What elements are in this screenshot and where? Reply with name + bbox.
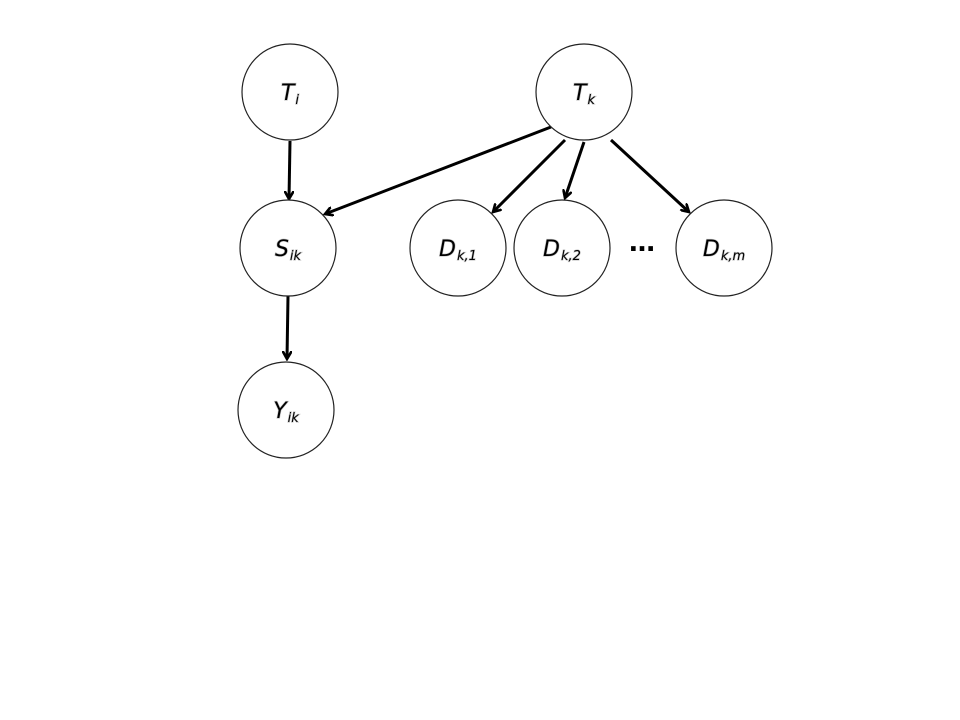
edge-tk-to-dk1 <box>493 138 567 212</box>
edge-tk-to-sik <box>325 125 552 214</box>
edge-sik-to-yik <box>287 295 288 359</box>
node-yik: Yik <box>237 361 335 459</box>
node-sik: Sik <box>239 199 337 297</box>
svg-text:Dk,2: Dk,2 <box>543 237 581 264</box>
node-dk1: Dk,1 <box>409 199 507 297</box>
svg-text:Sik: Sik <box>275 237 302 264</box>
node-tk: Tk <box>535 43 633 141</box>
ellipsis-text: … <box>629 228 655 258</box>
edge-tk-to-dk2 <box>565 141 586 198</box>
svg-text:Tk: Tk <box>573 81 595 108</box>
node-dkm: Dk,m <box>675 199 773 297</box>
node-ti: Ti <box>241 43 339 141</box>
edge-tk-to-dkm <box>609 138 689 212</box>
edge-ti-to-sik <box>289 140 290 199</box>
node-dk2: Dk,2 <box>513 199 611 297</box>
edges <box>287 125 689 359</box>
svg-text:Yik: Yik <box>273 399 299 426</box>
svg-text:Dk,1: Dk,1 <box>439 237 477 264</box>
svg-text:Dk,m: Dk,m <box>703 237 745 264</box>
svg-text:Ti: Ti <box>281 81 299 108</box>
